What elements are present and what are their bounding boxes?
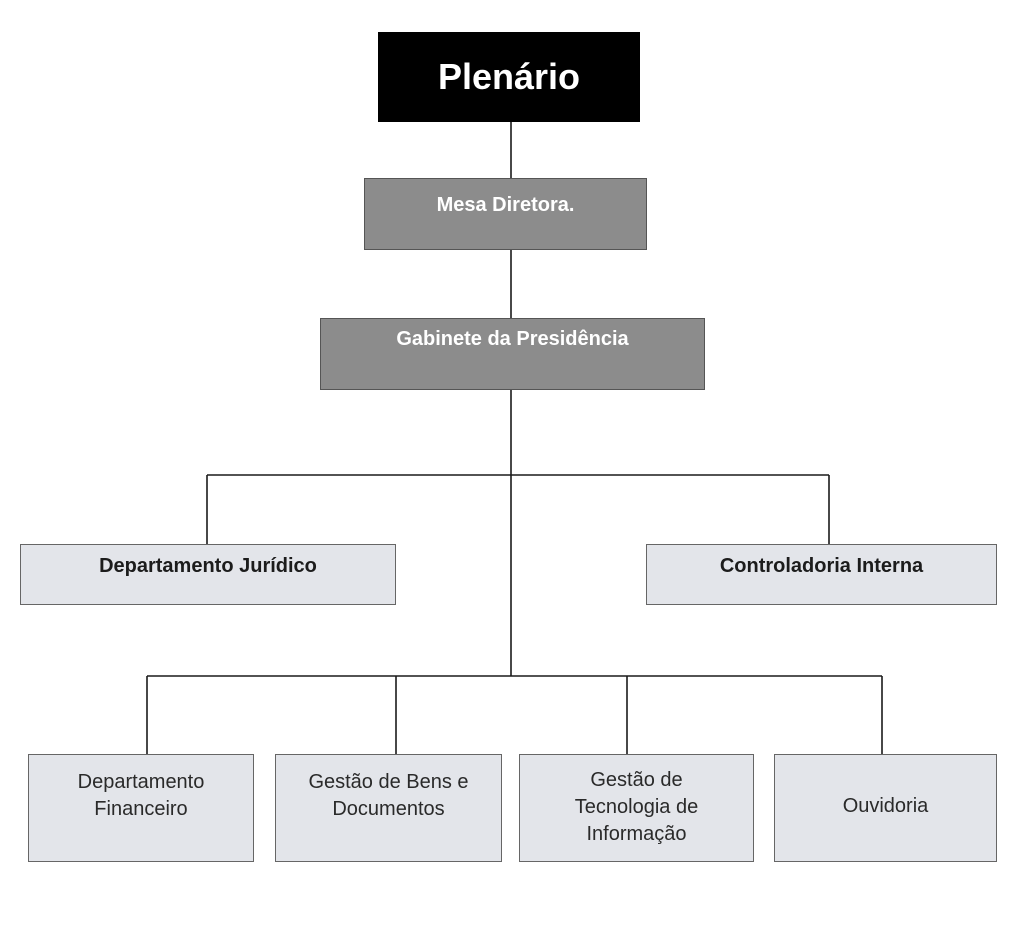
node-gestao-tecnologia-informacao-label: Gestão de Tecnologia de Informação — [574, 768, 699, 845]
node-gestao-tecnologia-informacao: Gestão de Tecnologia de Informação — [519, 754, 754, 862]
node-controladoria-interna-label: Controladoria Interna — [719, 555, 924, 577]
node-controladoria-interna: Controladoria Interna — [646, 544, 997, 605]
node-departamento-financeiro-label: Departamento Financeiro — [77, 771, 205, 820]
node-plenario-label: Plenário — [437, 56, 581, 97]
node-ouvidoria: Ouvidoria — [774, 754, 997, 862]
node-gestao-bens-documentos-label: Gestão de Bens e Documentos — [308, 771, 469, 820]
node-departamento-juridico-label: Departamento Jurídico — [99, 555, 317, 577]
node-gabinete-presidencia-label: Gabinete da Presidência — [396, 327, 629, 350]
node-gestao-bens-documentos: Gestão de Bens e Documentos — [275, 754, 502, 862]
node-departamento-financeiro: Departamento Financeiro — [28, 754, 254, 862]
node-mesa-diretora-label: Mesa Diretora. — [436, 193, 575, 216]
node-mesa-diretora: Mesa Diretora. — [364, 178, 647, 250]
node-plenario: Plenário — [378, 32, 640, 122]
node-gabinete-presidencia: Gabinete da Presidência — [320, 318, 705, 390]
node-ouvidoria-label: Ouvidoria — [842, 795, 929, 817]
node-departamento-juridico: Departamento Jurídico — [20, 544, 396, 605]
